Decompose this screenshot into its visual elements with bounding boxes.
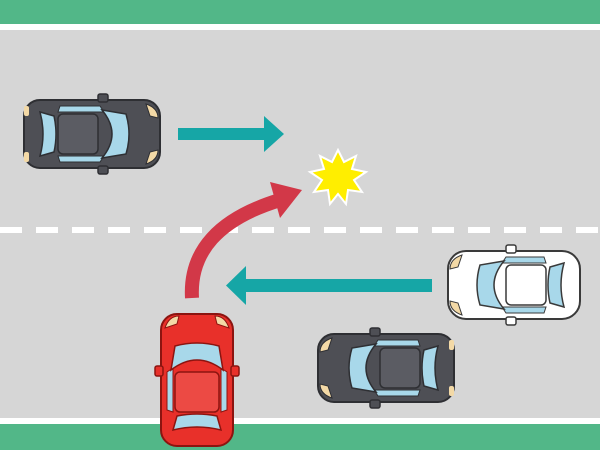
westbound-gray-car	[317, 327, 455, 409]
right-arrow-icon	[178, 116, 284, 152]
collision-burst-icon	[307, 147, 369, 207]
eastbound-gray-car	[23, 93, 161, 175]
left-arrow-icon	[226, 266, 432, 305]
top-grass-verge	[0, 0, 600, 24]
bottom-grass-verge	[0, 424, 600, 450]
westbound-white-car	[447, 244, 581, 326]
bottom-road-edge	[0, 418, 600, 424]
curved-turn-arrow-icon	[184, 182, 302, 299]
turning-red-car	[154, 313, 240, 447]
top-road-edge	[0, 24, 600, 30]
